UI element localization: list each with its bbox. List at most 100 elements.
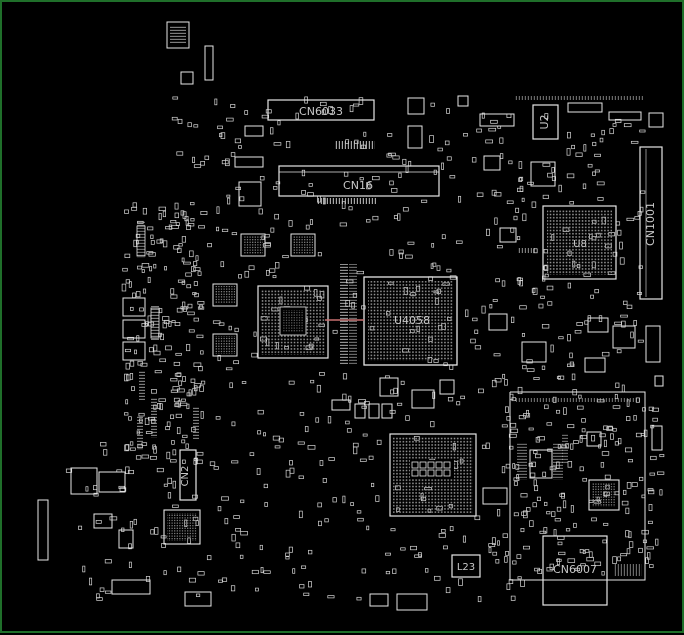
passive-component xyxy=(659,489,663,496)
passive-component xyxy=(536,496,541,501)
passive-component xyxy=(519,305,527,310)
passive-component xyxy=(504,379,508,386)
passive-component xyxy=(270,127,274,135)
passive-component xyxy=(522,364,527,370)
passive-component xyxy=(269,268,276,273)
passive-component xyxy=(198,225,205,229)
passive-component xyxy=(308,183,313,187)
passive-component xyxy=(152,444,156,450)
u4058-label: U4058 xyxy=(394,314,430,327)
passive-component xyxy=(574,567,581,572)
passive-component xyxy=(129,521,133,529)
passive-component xyxy=(497,509,501,517)
passive-component xyxy=(142,288,147,294)
passive-component xyxy=(128,543,132,550)
passive-component xyxy=(603,425,608,431)
passive-component xyxy=(532,287,538,295)
passive-component xyxy=(193,383,201,388)
passive-component xyxy=(647,552,651,560)
passive-component xyxy=(630,140,639,144)
passive-component xyxy=(516,236,521,241)
passive-component xyxy=(343,171,349,177)
passive-component xyxy=(193,281,198,286)
passive-component xyxy=(556,558,560,566)
passive-component xyxy=(200,350,204,355)
passive-component xyxy=(582,183,587,190)
passive-component xyxy=(648,504,653,511)
passive-component xyxy=(186,284,192,289)
passive-component xyxy=(124,444,129,452)
passive-component xyxy=(659,454,665,458)
small-bga-left xyxy=(212,233,316,357)
passive-component xyxy=(353,446,358,455)
passive-component xyxy=(441,234,446,240)
passive-component xyxy=(597,197,604,201)
u8-label: U8 xyxy=(573,239,587,250)
passive-component xyxy=(131,207,138,211)
passive-component xyxy=(200,411,204,419)
passive-component xyxy=(213,466,219,470)
passive-component xyxy=(359,458,367,462)
passive-component xyxy=(526,507,531,512)
passive-component xyxy=(581,418,586,423)
passive-component xyxy=(119,487,127,492)
passive-component xyxy=(221,228,229,232)
passive-component xyxy=(463,133,468,137)
passive-component xyxy=(225,158,230,167)
passive-component xyxy=(272,435,281,441)
passive-component xyxy=(465,309,469,318)
passive-component xyxy=(129,373,134,380)
passive-component xyxy=(170,288,175,295)
passive-component xyxy=(197,306,205,310)
passive-component xyxy=(505,551,510,556)
passive-component xyxy=(513,215,518,221)
passive-component xyxy=(226,194,231,198)
passive-component xyxy=(359,177,364,181)
passive-component xyxy=(638,547,643,553)
passive-component xyxy=(510,595,516,601)
passive-component xyxy=(393,215,398,220)
passive-component xyxy=(517,386,523,395)
passive-component xyxy=(614,441,620,446)
passive-component xyxy=(476,192,484,197)
passive-component xyxy=(173,361,181,366)
passive-component xyxy=(631,482,638,487)
passive-component xyxy=(577,405,584,410)
passive-component xyxy=(342,373,348,380)
passive-component xyxy=(170,459,177,463)
passive-component xyxy=(259,544,263,551)
passive-component xyxy=(532,502,537,508)
passive-component xyxy=(193,317,199,322)
passive-component xyxy=(456,401,461,406)
passive-component xyxy=(109,516,118,521)
passive-component xyxy=(590,133,595,137)
passive-component xyxy=(481,305,486,314)
passive-component xyxy=(159,358,166,363)
passive-component xyxy=(549,563,554,571)
passive-component xyxy=(317,252,322,257)
passive-component xyxy=(557,375,565,380)
passive-component xyxy=(538,303,544,309)
passive-component xyxy=(650,455,657,461)
passive-component xyxy=(227,197,231,205)
passive-component xyxy=(614,118,622,123)
passive-component xyxy=(505,406,509,413)
passive-component xyxy=(371,482,375,487)
passive-component xyxy=(277,120,281,126)
passive-component xyxy=(172,480,176,489)
passive-components xyxy=(65,96,665,603)
passive-component xyxy=(614,321,622,325)
passive-component xyxy=(307,445,316,450)
cn6033-label: CN6033 xyxy=(299,105,343,118)
passive-component xyxy=(257,409,264,415)
passive-component xyxy=(431,243,435,248)
passive-component xyxy=(226,117,234,122)
passive-component xyxy=(356,510,362,514)
passive-component xyxy=(187,311,195,316)
passive-component xyxy=(356,596,362,601)
passive-component xyxy=(244,270,250,278)
passive-component xyxy=(127,336,134,341)
passive-component xyxy=(183,261,191,265)
passive-component xyxy=(177,118,183,124)
